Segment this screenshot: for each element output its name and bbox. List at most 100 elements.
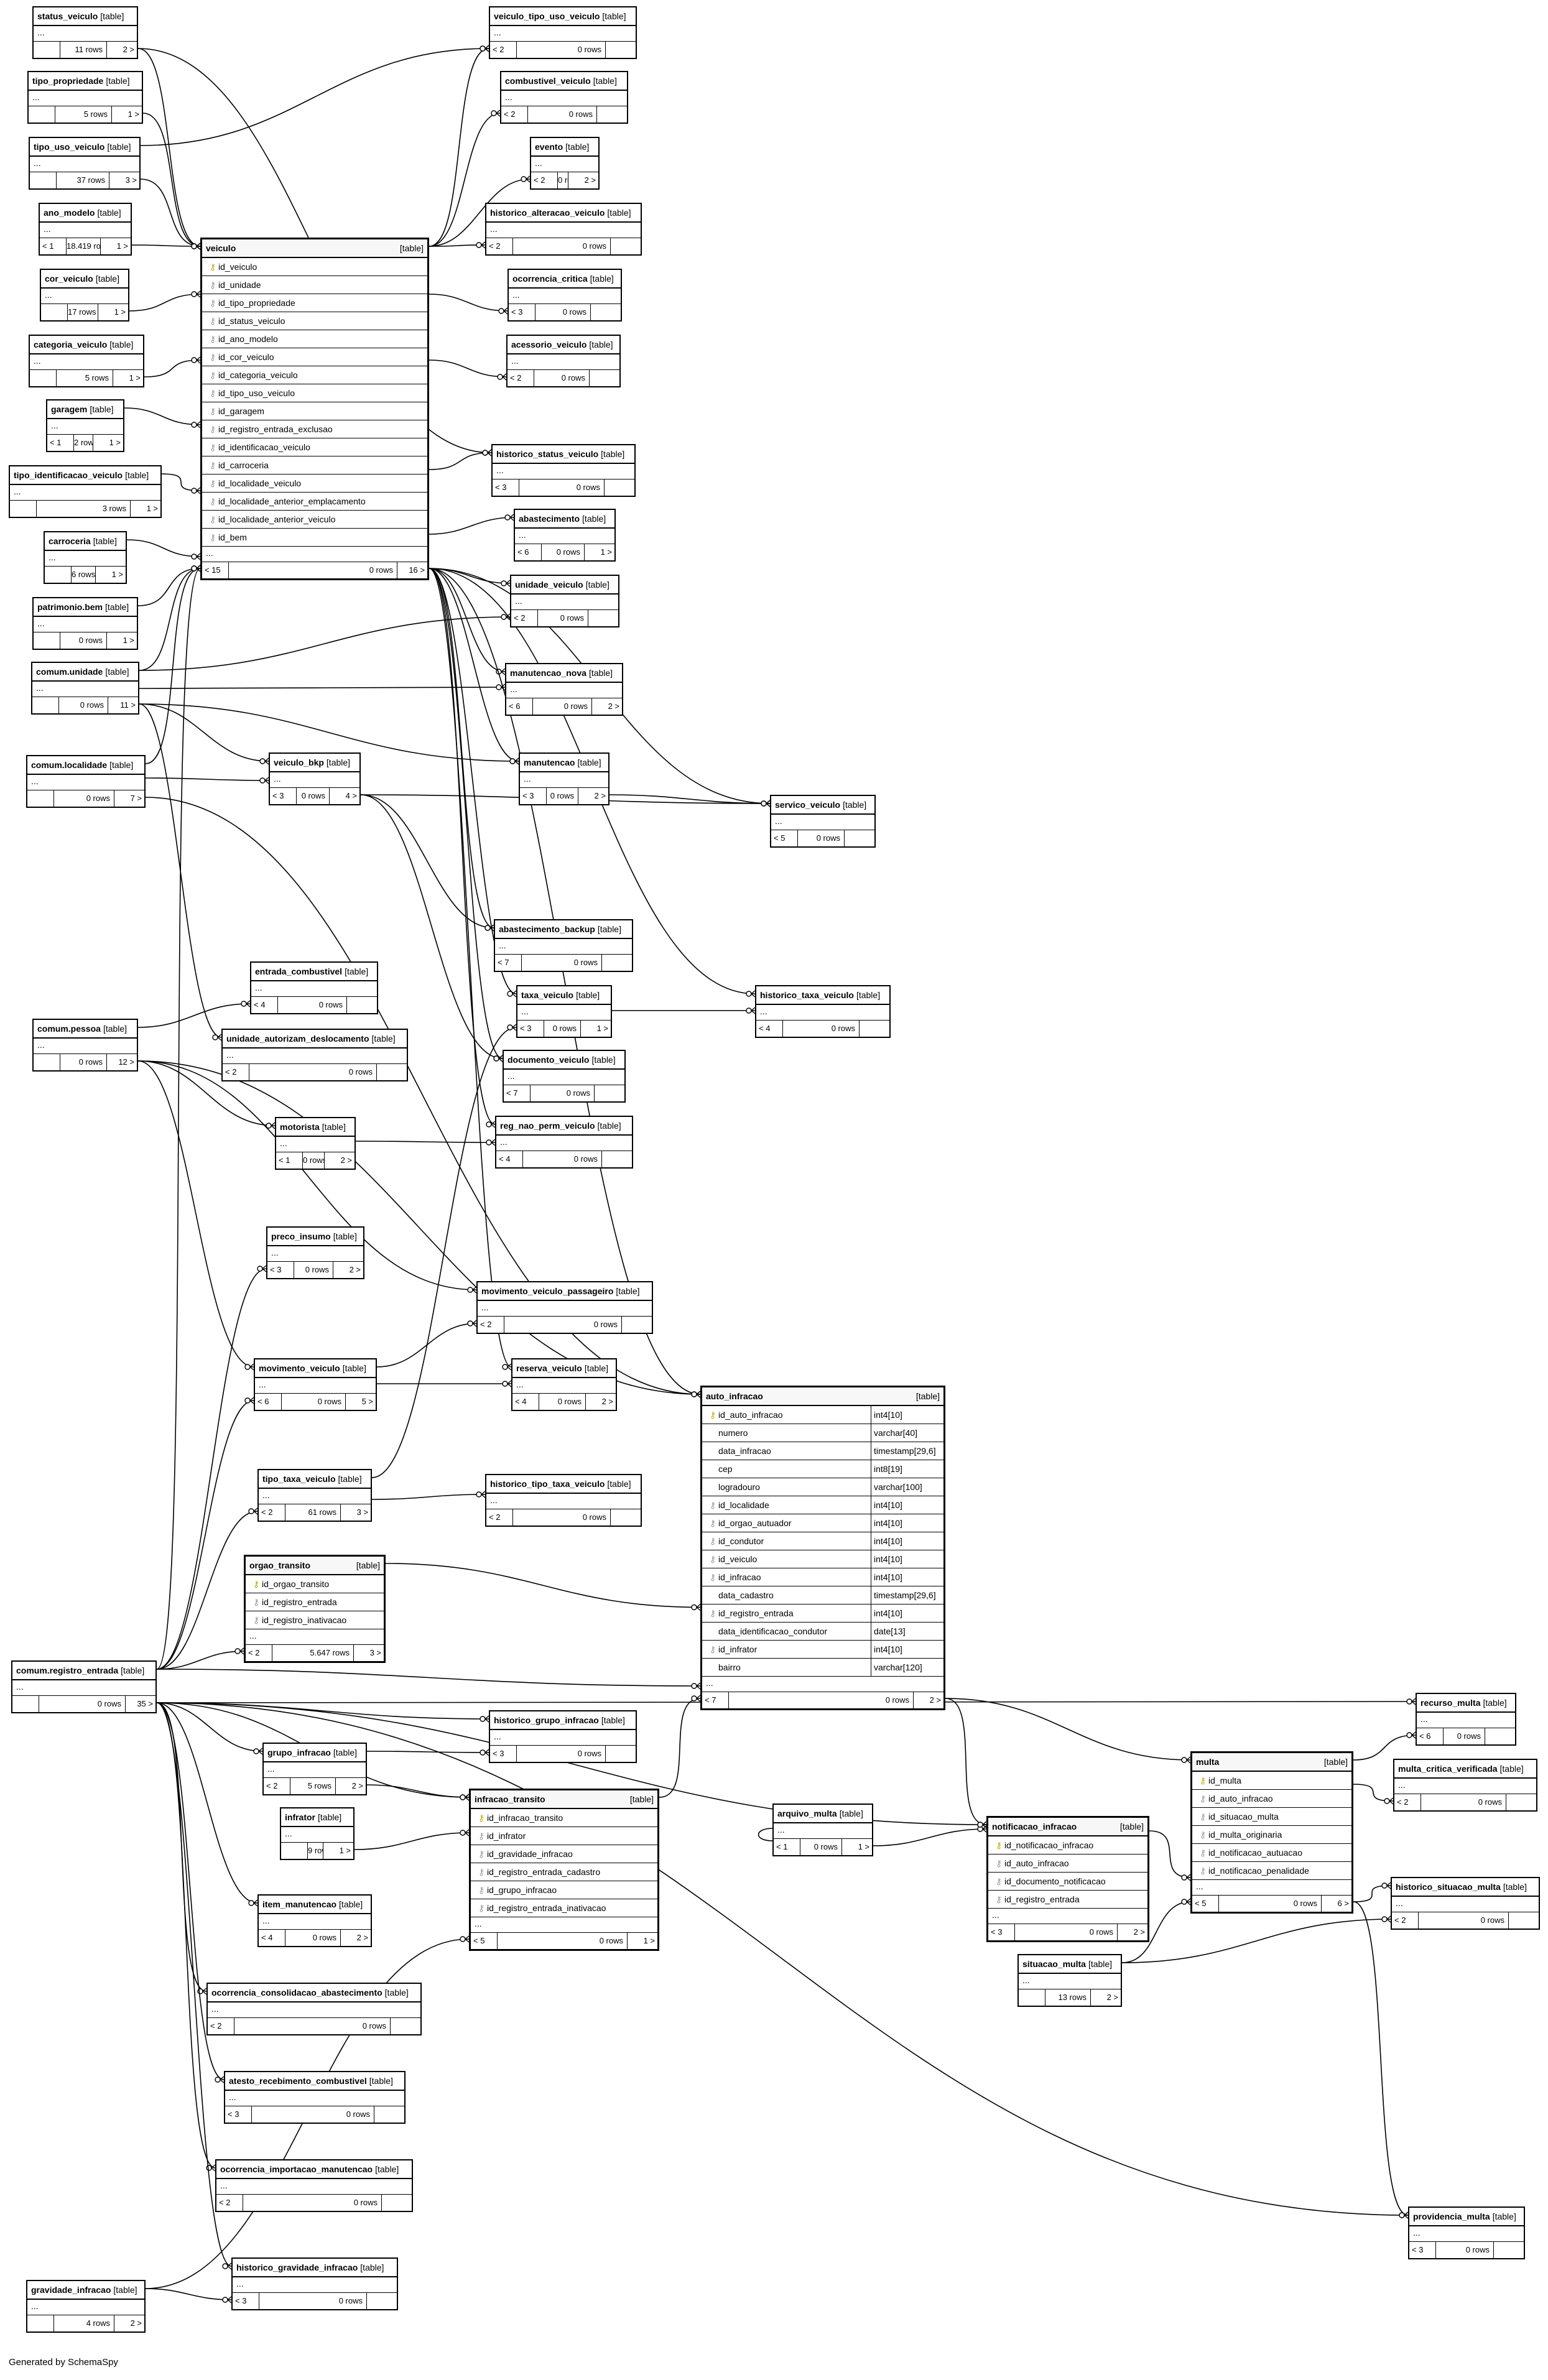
column-row[interactable]: ⚷id_situacao_multa	[1192, 1808, 1351, 1826]
table-historico-alteracao-veiculo[interactable]: historico_alteracao_veiculo[table]...< 2…	[485, 203, 642, 256]
related-count-right[interactable]: 1 >	[643, 1936, 655, 1945]
table-name[interactable]: multa_critica_verificada	[1398, 1764, 1498, 1774]
table-header[interactable]: cor_veiculo[table]	[41, 270, 128, 289]
table-name[interactable]: entrada_combustivel	[255, 966, 343, 976]
related-count-right[interactable]	[367, 2293, 397, 2309]
table-header[interactable]: tipo_uso_veiculo[table]	[30, 138, 139, 157]
table-name[interactable]: veiculo_tipo_uso_veiculo	[494, 11, 600, 21]
column-row[interactable]: ⚷id_categoria_veiculo	[202, 366, 427, 384]
related-count-left[interactable]: < 2	[486, 238, 513, 254]
related-count-right[interactable]: 7 >	[130, 794, 142, 803]
related-count-left[interactable]	[34, 1054, 60, 1070]
related-count-left[interactable]: < 2	[259, 1504, 285, 1521]
table-name[interactable]: orgao_transito	[249, 1560, 311, 1570]
table-header[interactable]: reg_nao_perm_veiculo[table]	[496, 1117, 632, 1136]
table-header[interactable]: tipo_taxa_veiculo[table]	[259, 1470, 371, 1489]
table-header[interactable]: taxa_veiculo[table]	[517, 986, 611, 1005]
related-count-right[interactable]: 1 >	[116, 241, 128, 251]
table-header[interactable]: situacao_multa[table]	[1019, 1955, 1121, 1974]
related-count-right[interactable]: 3 >	[356, 1507, 368, 1517]
table-name[interactable]: ocorrencia_critica	[512, 274, 588, 284]
related-count-right[interactable]	[377, 1064, 407, 1080]
related-count-left[interactable]: < 6	[515, 544, 542, 560]
table-name[interactable]: movimento_veiculo_passageiro	[481, 1286, 614, 1296]
related-count-right[interactable]	[1494, 2242, 1524, 2258]
column-row[interactable]: ⚷id_localidade_veiculo	[202, 475, 427, 493]
table-header[interactable]: providencia_multa[table]	[1409, 2208, 1524, 2226]
column-row[interactable]: ⚷id_registro_entrada_cadastro	[471, 1863, 657, 1881]
related-count-right[interactable]	[611, 1509, 641, 1526]
table-name[interactable]: documento_veiculo	[508, 1055, 590, 1065]
related-count-left[interactable]	[34, 632, 60, 649]
related-count-left[interactable]: < 2	[501, 106, 528, 123]
related-count-left[interactable]	[27, 790, 54, 807]
related-count-right[interactable]: 1 >	[129, 373, 141, 382]
table-name[interactable]: ano_modelo	[44, 208, 95, 218]
table-name[interactable]: atesto_recebimento_combustivel	[229, 2076, 367, 2086]
table-header[interactable]: notificacao_infracao[table]	[988, 1818, 1147, 1836]
related-count-right[interactable]	[606, 42, 636, 58]
related-count-left[interactable]: < 6	[1417, 1728, 1444, 1744]
related-count-left[interactable]: < 2	[508, 370, 534, 386]
column-row[interactable]: ⚷id_cor_veiculo	[202, 348, 427, 366]
related-count-left[interactable]: < 2	[531, 172, 558, 188]
related-count-right[interactable]	[588, 610, 618, 626]
related-count-right[interactable]: 2 >	[356, 1933, 368, 1942]
related-count-left[interactable]: < 7	[495, 955, 522, 971]
related-count-left[interactable]: < 3	[270, 788, 297, 804]
table-name[interactable]: veiculo_bkp	[274, 757, 324, 767]
table-header[interactable]: veiculo_tipo_uso_veiculo[table]	[490, 7, 636, 26]
table-header[interactable]: patrimonio.bem[table]	[34, 598, 137, 617]
table-movimento-veiculo-passageiro[interactable]: movimento_veiculo_passageiro[table]...< …	[476, 1281, 653, 1334]
related-count-right[interactable]: 1 >	[146, 504, 158, 513]
related-count-right[interactable]: 2 >	[351, 1781, 363, 1790]
related-count-right[interactable]: 1 >	[123, 636, 134, 645]
column-row[interactable]: ⚷id_carroceria	[202, 456, 427, 475]
related-count-left[interactable]: < 2	[223, 1064, 249, 1080]
related-count-left[interactable]: < 3	[988, 1924, 1015, 1940]
table-name[interactable]: servico_veiculo	[775, 800, 841, 810]
table-name[interactable]: acessorio_veiculo	[511, 340, 587, 350]
related-count-right[interactable]	[602, 955, 632, 971]
table-name[interactable]: arquivo_multa	[777, 1808, 837, 1818]
table-name[interactable]: veiculo	[206, 243, 236, 253]
table-header[interactable]: atesto_recebimento_combustivel[table]	[225, 2072, 404, 2091]
table-name[interactable]: historico_gravidade_infracao	[236, 2262, 358, 2272]
table-header[interactable]: veiculo_bkp[table]	[270, 754, 359, 772]
column-row[interactable]: ⚷id_auto_infracao	[1192, 1790, 1351, 1808]
table-name[interactable]: historico_taxa_veiculo	[760, 990, 854, 1000]
table-header[interactable]: multa[table]	[1192, 1753, 1351, 1772]
related-count-left[interactable]: < 15	[202, 562, 229, 578]
related-count-left[interactable]: < 1	[774, 1839, 800, 1855]
related-count-left[interactable]: < 5	[471, 1933, 498, 1949]
table-header[interactable]: historico_alteracao_veiculo[table]	[486, 204, 641, 223]
related-count-right[interactable]: 2 >	[1133, 1927, 1145, 1937]
related-count-left[interactable]: < 3	[490, 1746, 517, 1762]
table-name[interactable]: tipo_uso_veiculo	[34, 142, 105, 152]
related-count-right[interactable]: 2 >	[130, 2318, 142, 2328]
table-header[interactable]: movimento_veiculo_passageiro[table]	[478, 1282, 652, 1301]
column-row[interactable]: ⚷id_grupo_infracao	[471, 1881, 657, 1899]
table-name[interactable]: gravidade_infracao	[31, 2285, 111, 2295]
table-header[interactable]: status_veiculo[table]	[34, 7, 137, 26]
related-count-left[interactable]: < 4	[512, 1394, 539, 1410]
related-count-right[interactable]: 2 >	[584, 175, 596, 185]
column-row[interactable]: ⚷id_veiculo	[202, 258, 427, 276]
